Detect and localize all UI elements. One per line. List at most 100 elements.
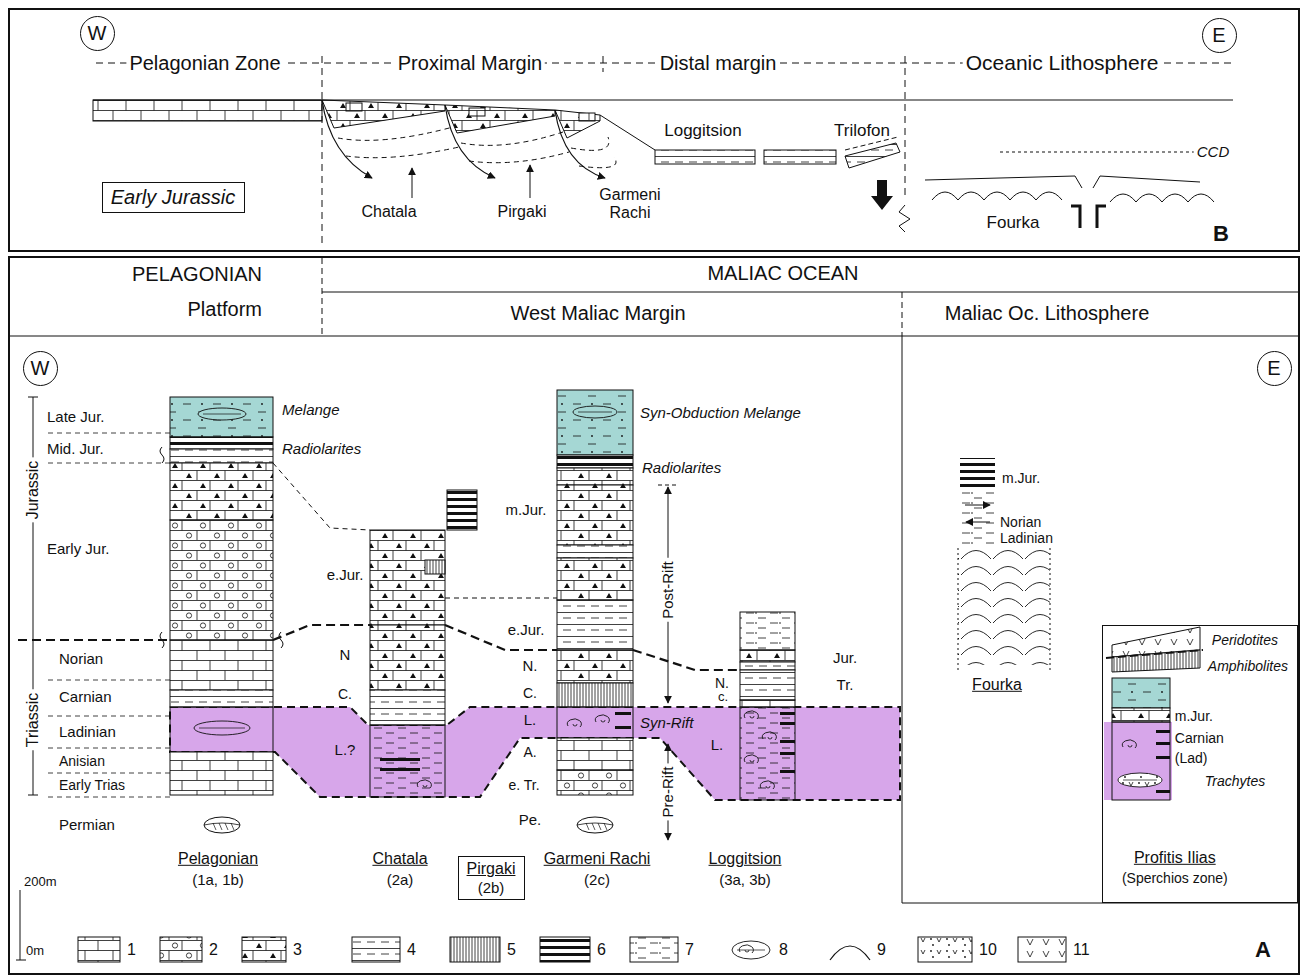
label: Syn-Obduction Melange [640, 404, 801, 421]
label: N. [523, 657, 538, 674]
stratigraphic-columns [573, 406, 617, 418]
label: Trilofon [834, 121, 890, 141]
margin-cross-section [1110, 194, 1136, 202]
stratigraphic-columns [557, 683, 633, 707]
label: (3a, 3b) [719, 871, 771, 888]
label: West Maliac Margin [510, 302, 685, 325]
legend-swatches [78, 937, 120, 962]
node-text: m.Jur. [1175, 708, 1213, 724]
stratigraphic-columns [170, 707, 900, 800]
label: Jurassic [24, 458, 42, 523]
stratigraphic-columns [557, 390, 633, 455]
label: Early Jur. [47, 540, 110, 557]
label: L. [711, 736, 724, 753]
stratigraphic-columns [28, 397, 38, 398]
stratigraphic-columns [1106, 650, 1203, 658]
stratigraphic-columns [225, 823, 228, 830]
legend-swatches [737, 950, 765, 951]
legend-swatches [918, 937, 972, 962]
stratigraphic-columns [1112, 678, 1170, 708]
stratigraphic-columns [577, 817, 613, 833]
label: Garmeni Rachi [544, 850, 651, 868]
label: Garmeni Rachi [591, 186, 669, 223]
stratigraphic-columns [370, 725, 445, 797]
stratigraphic-columns [48, 748, 170, 749]
margin-cross-section [530, 165, 531, 198]
label: Anisian [59, 753, 105, 769]
stratigraphic-columns [740, 650, 795, 662]
stratigraphic-columns [633, 650, 740, 670]
stratigraphic-columns [48, 433, 170, 434]
label: Fourka [972, 676, 1022, 694]
stratigraphic-columns [16, 960, 26, 961]
stratigraphic-columns [557, 468, 633, 485]
margin-cross-section [764, 150, 836, 164]
legend-number: 6 [597, 941, 606, 959]
figure-panel: AWEPirgaki(2b)PeridotitesAmphibolitesm.J… [8, 256, 1300, 975]
stratigraphic-columns [780, 722, 795, 725]
node-text: (Sperchios zone) [1122, 870, 1228, 886]
stratigraphic-columns [322, 258, 323, 336]
margin-cross-section [905, 56, 906, 200]
node-text: (Lad) [1175, 750, 1208, 766]
stratigraphic-columns [417, 780, 431, 788]
legend-swatches [242, 937, 286, 962]
label: Melange [282, 401, 340, 418]
margin-cross-section [603, 56, 604, 72]
node-text: E [1267, 357, 1280, 380]
node-text: Carnian [1175, 730, 1224, 746]
margin-cross-section [346, 103, 362, 111]
stratigraphic-columns [1112, 722, 1170, 800]
node-text: W [31, 357, 50, 380]
stratigraphic-columns [573, 724, 577, 726]
margin-cross-section [1188, 194, 1214, 202]
margin-cross-section [93, 56, 1235, 248]
stratigraphic-columns [760, 781, 774, 789]
stratigraphic-columns [170, 707, 273, 752]
label: Loggitsion [664, 121, 742, 141]
stratigraphic-columns [322, 292, 1300, 293]
stratigraphic-columns [231, 823, 234, 830]
label: Late Jur. [47, 408, 105, 425]
label: Pirgaki [498, 203, 547, 221]
label: C. [338, 686, 352, 702]
stratigraphic-columns [160, 632, 164, 648]
section-box: Pirgaki(2b) [458, 856, 525, 900]
label: CCD [1194, 143, 1233, 160]
margin-cross-section [412, 168, 413, 198]
stratigraphic-columns [1112, 708, 1170, 722]
stratigraphic-columns [965, 505, 990, 506]
orientation-circle: W [80, 16, 115, 51]
margin-cross-section [346, 147, 459, 158]
stratigraphic-columns [28, 795, 38, 796]
label: (2c) [584, 871, 610, 888]
legend-number: 3 [293, 941, 302, 959]
label: MALIAC OCEAN [707, 262, 858, 285]
legend-swatches [630, 937, 678, 962]
node-text: W [88, 22, 107, 45]
stratigraphic-columns [198, 408, 246, 420]
stratigraphic-columns [557, 558, 633, 600]
label: C. [523, 685, 537, 701]
orientation-circle: E [1257, 351, 1292, 386]
legend-swatches [739, 945, 753, 953]
label: Proximal Margin [395, 52, 545, 75]
stratigraphic-columns [204, 823, 240, 825]
margin-cross-section [93, 100, 322, 121]
label: Chatala [361, 203, 416, 221]
age-box: Early Jurassic [102, 182, 245, 213]
margin-cross-section [984, 192, 1010, 200]
label: m.Jur. [1002, 470, 1040, 486]
stratigraphic-columns [740, 612, 795, 650]
stratigraphic-columns [557, 707, 633, 738]
label: Pelagonian [178, 850, 258, 868]
stratigraphic-columns [598, 823, 601, 830]
margin-cross-section [1097, 206, 1106, 228]
label: c. [718, 690, 728, 705]
stratigraphic-columns [1128, 745, 1132, 747]
legend-number: 4 [407, 941, 416, 959]
label: e. Tr. [508, 777, 539, 793]
stratigraphic-columns [1156, 756, 1170, 759]
